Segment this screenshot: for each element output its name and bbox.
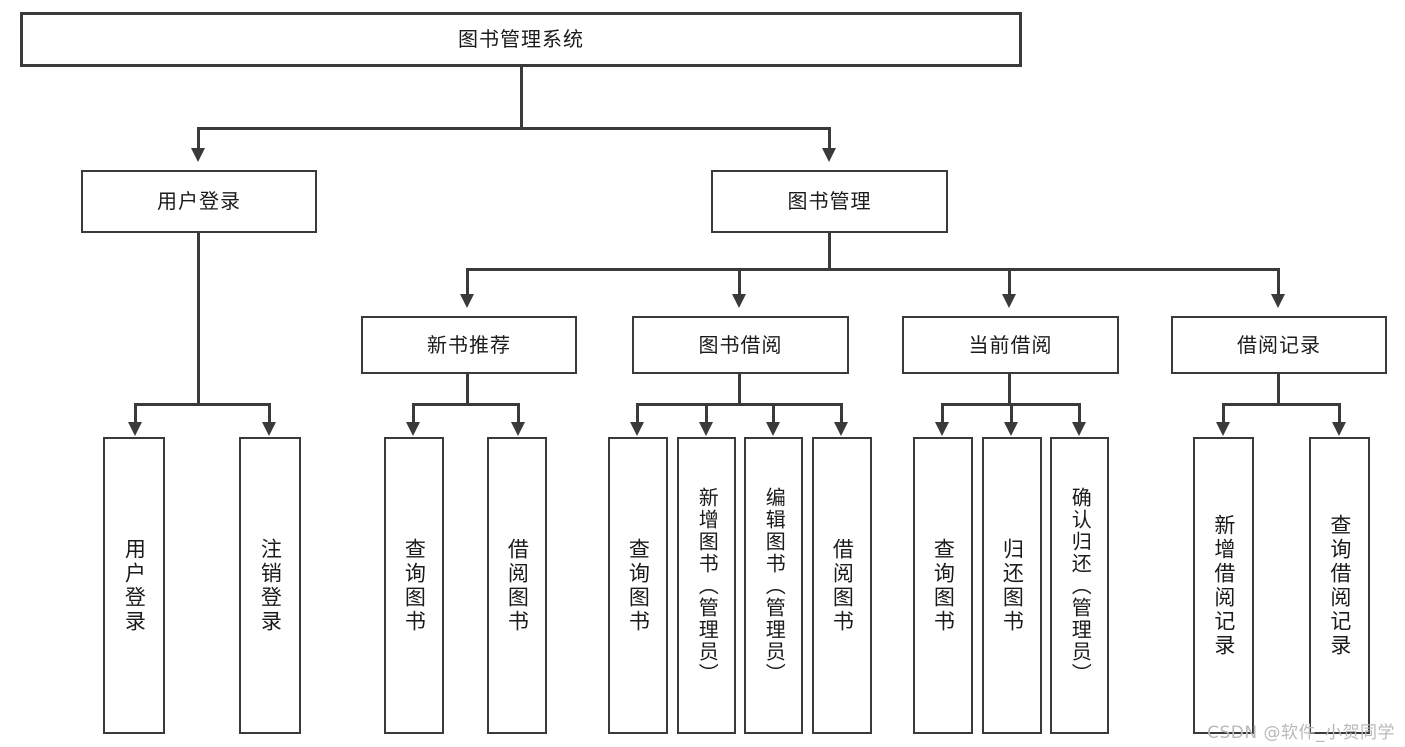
node-label: 新增借阅记录: [1211, 513, 1236, 658]
leaf-user-login[interactable]: 用户登录: [103, 437, 165, 734]
node-label: 确认归还（管理员）: [1068, 486, 1093, 685]
node-label: 用户登录: [122, 537, 147, 634]
connector-record-bus: [1222, 403, 1341, 406]
connector-record-stem: [1277, 374, 1280, 406]
arrow-borrow-to-leaf3: [766, 422, 780, 436]
arrow-current-to-leaf1: [935, 422, 949, 436]
leaf-query-book-newrec[interactable]: 查询图书: [384, 437, 444, 734]
node-book-management[interactable]: 图书管理: [711, 170, 948, 233]
leaf-borrow-book-borrow[interactable]: 借阅图书: [812, 437, 872, 734]
connector-book-to-newbook: [466, 268, 469, 296]
arrow-root-to-user: [191, 148, 205, 162]
node-root-system[interactable]: 图书管理系统: [20, 12, 1022, 67]
connector-record-to-leaf2: [1338, 403, 1341, 424]
node-label: 查询图书: [402, 537, 427, 634]
connector-current-stem: [1008, 374, 1011, 406]
connector-root-stem: [520, 67, 523, 129]
connector-root-to-user: [197, 127, 200, 150]
arrow-user-to-leaf2: [262, 422, 276, 436]
leaf-add-book-admin[interactable]: 新增图书（管理员）: [677, 437, 736, 734]
arrow-current-to-leaf2: [1004, 422, 1018, 436]
connector-user-bus: [134, 403, 270, 406]
connector-current-to-leaf1: [941, 403, 944, 424]
connector-borrow-to-leaf2: [705, 403, 708, 424]
arrow-newbook-to-leaf1: [406, 422, 420, 436]
node-label: 借阅图书: [830, 537, 855, 634]
connector-book-bus: [466, 268, 1278, 271]
node-label: 用户登录: [157, 189, 241, 213]
node-borrow-record[interactable]: 借阅记录: [1171, 316, 1387, 374]
connector-current-to-leaf3: [1078, 403, 1081, 424]
connector-borrow-to-leaf1: [636, 403, 639, 424]
csdn-watermark: CSDN @软件_小贺同学: [1207, 723, 1395, 743]
node-label: 借阅图书: [505, 537, 530, 634]
connector-record-to-leaf1: [1222, 403, 1225, 424]
leaf-query-book-current[interactable]: 查询图书: [913, 437, 973, 734]
node-book-borrow[interactable]: 图书借阅: [632, 316, 849, 374]
connector-book-to-current: [1008, 268, 1011, 296]
connector-book-to-borrow: [738, 268, 741, 296]
node-label: 当前借阅: [968, 332, 1053, 357]
arrow-book-to-borrow: [732, 294, 746, 308]
connector-borrow-to-leaf4: [840, 403, 843, 424]
connector-newbook-bus: [412, 403, 520, 406]
arrow-borrow-to-leaf1: [630, 422, 644, 436]
connector-newbook-to-leaf2: [517, 403, 520, 424]
node-label: 查询图书: [931, 537, 956, 634]
arrow-record-to-leaf2: [1332, 422, 1346, 436]
arrow-book-to-record: [1271, 294, 1285, 308]
leaf-confirm-return-admin[interactable]: 确认归还（管理员）: [1050, 437, 1109, 734]
leaf-add-borrow-record[interactable]: 新增借阅记录: [1193, 437, 1254, 734]
arrow-root-to-book: [822, 148, 836, 162]
arrow-newbook-to-leaf2: [511, 422, 525, 436]
arrow-borrow-to-leaf2: [699, 422, 713, 436]
node-label: 编辑图书（管理员）: [762, 486, 787, 685]
connector-user-to-leaf1: [134, 403, 137, 424]
connector-borrow-stem: [738, 374, 741, 406]
connector-user-stem: [197, 233, 200, 406]
node-label: 查询图书: [626, 537, 651, 634]
leaf-query-book-borrow[interactable]: 查询图书: [608, 437, 668, 734]
node-label: 新增图书（管理员）: [695, 486, 720, 685]
leaf-logout[interactable]: 注销登录: [239, 437, 301, 734]
node-label: 查询借阅记录: [1327, 513, 1352, 658]
arrow-book-to-current: [1002, 294, 1016, 308]
node-user-login[interactable]: 用户登录: [81, 170, 317, 233]
connector-borrow-bus: [636, 403, 843, 406]
node-label: 图书管理: [787, 189, 872, 213]
node-new-book-recommend[interactable]: 新书推荐: [361, 316, 577, 374]
leaf-query-borrow-record[interactable]: 查询借阅记录: [1309, 437, 1370, 734]
connector-current-to-leaf2: [1010, 403, 1013, 424]
node-label: 图书管理系统: [458, 27, 584, 51]
arrow-current-to-leaf3: [1072, 422, 1086, 436]
connector-root-to-book: [828, 127, 831, 150]
node-label: 图书借阅: [698, 332, 783, 357]
leaf-return-book[interactable]: 归还图书: [982, 437, 1042, 734]
node-label: 新书推荐: [427, 332, 511, 357]
leaf-edit-book-admin[interactable]: 编辑图书（管理员）: [744, 437, 803, 734]
connector-book-to-record: [1277, 268, 1280, 296]
connector-borrow-to-leaf3: [772, 403, 775, 424]
connector-newbook-to-leaf1: [412, 403, 415, 424]
connector-book-stem: [828, 233, 831, 270]
arrow-borrow-to-leaf4: [834, 422, 848, 436]
arrow-user-to-leaf1: [128, 422, 142, 436]
arrow-book-to-newbook: [460, 294, 474, 308]
connector-user-to-leaf2: [268, 403, 271, 424]
connector-root-bus: [197, 127, 831, 130]
node-label: 借阅记录: [1237, 332, 1321, 357]
node-current-borrow[interactable]: 当前借阅: [902, 316, 1119, 374]
node-label: 归还图书: [1000, 537, 1025, 634]
arrow-record-to-leaf1: [1216, 422, 1230, 436]
leaf-borrow-book-newrec[interactable]: 借阅图书: [487, 437, 547, 734]
node-label: 注销登录: [258, 537, 283, 634]
connector-newbook-stem: [466, 374, 469, 406]
